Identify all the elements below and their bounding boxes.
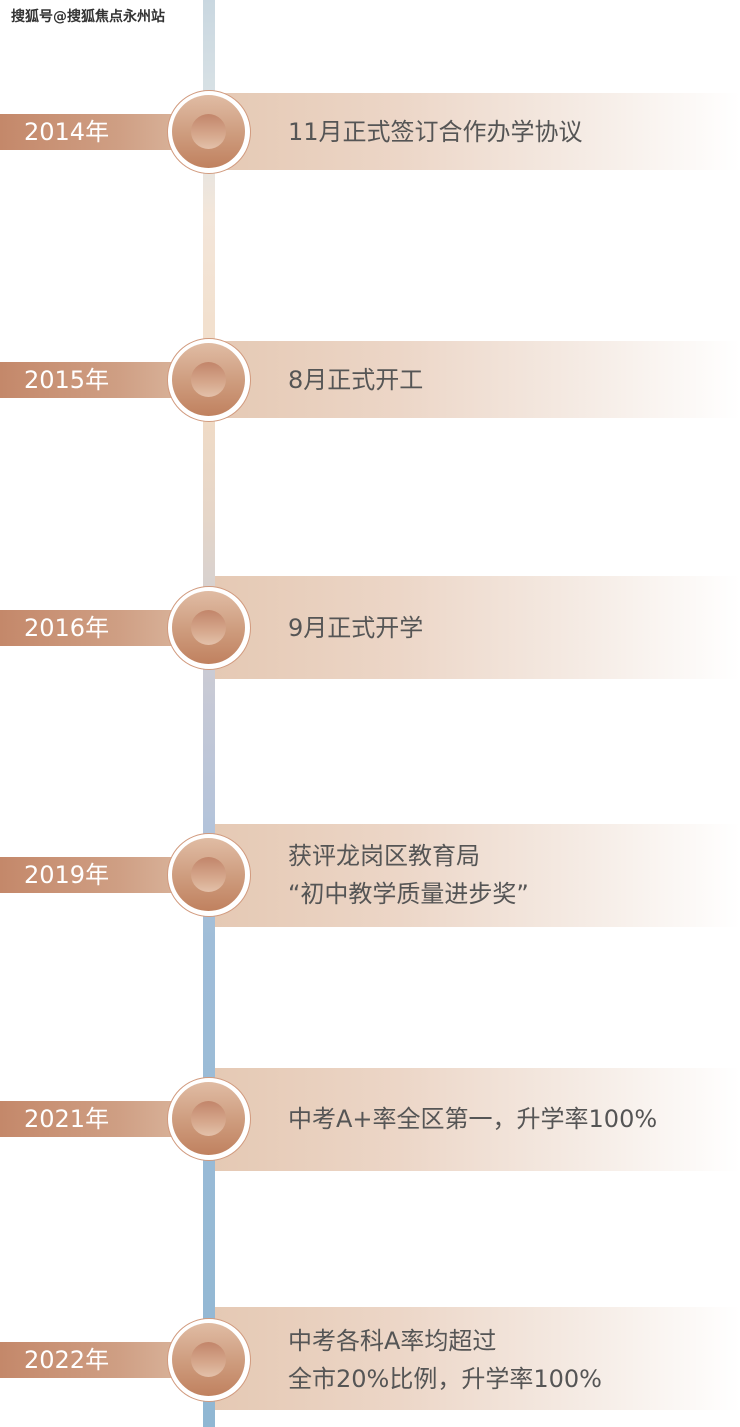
timeline-node-icon [167, 586, 251, 670]
timeline-line [203, 0, 215, 1427]
event-line: 中考各科A率均超过 [288, 1327, 497, 1355]
node-disc [172, 1323, 245, 1396]
node-disc [172, 591, 245, 664]
year-label: 2016年 [0, 610, 200, 646]
event-band [215, 576, 740, 679]
timeline-node-icon [167, 338, 251, 422]
node-center [191, 1101, 226, 1136]
event-band [215, 341, 740, 418]
year-label: 2021年 [0, 1101, 200, 1137]
year-label: 2019年 [0, 857, 200, 893]
year-label: 2014年 [0, 114, 200, 150]
timeline-node-icon [167, 1318, 251, 1402]
node-center [191, 114, 226, 149]
event-description: 8月正式开工 [288, 361, 423, 399]
event-line: 11月正式签订合作办学协议 [288, 118, 583, 146]
watermark: 搜狐号@搜狐焦点永州站 [11, 9, 165, 25]
event-description: 获评龙岗区教育局 “初中教学质量进步奖” [288, 837, 529, 913]
event-line: 中考A+率全区第一，升学率100% [288, 1105, 658, 1133]
event-description: 中考各科A率均超过全市20%比例，升学率100% [288, 1322, 602, 1398]
node-disc [172, 343, 245, 416]
event-band [215, 1068, 740, 1171]
event-band [215, 824, 740, 927]
event-description: 中考A+率全区第一，升学率100% [288, 1100, 657, 1138]
node-disc [172, 1082, 245, 1155]
timeline-node-icon [167, 833, 251, 917]
event-band [215, 93, 740, 170]
node-center [191, 1342, 226, 1377]
timeline-node-icon [167, 90, 251, 174]
event-description: 11月正式签订合作办学协议 [288, 113, 583, 151]
year-label: 2015年 [0, 362, 200, 398]
node-disc [172, 838, 245, 911]
node-center [191, 610, 226, 645]
event-line: 9月正式开学 [288, 614, 424, 642]
event-line: 8月正式开工 [288, 366, 424, 394]
year-label: 2022年 [0, 1342, 200, 1378]
node-center [191, 857, 226, 892]
event-band [215, 1307, 740, 1410]
event-description: 9月正式开学 [288, 609, 423, 647]
event-line: 获评龙岗区教育局 [288, 842, 480, 870]
node-center [191, 362, 226, 397]
event-line: “初中教学质量进步奖” [288, 880, 529, 908]
timeline-node-icon [167, 1077, 251, 1161]
node-disc [172, 95, 245, 168]
event-line: 全市20%比例，升学率100% [288, 1365, 602, 1393]
